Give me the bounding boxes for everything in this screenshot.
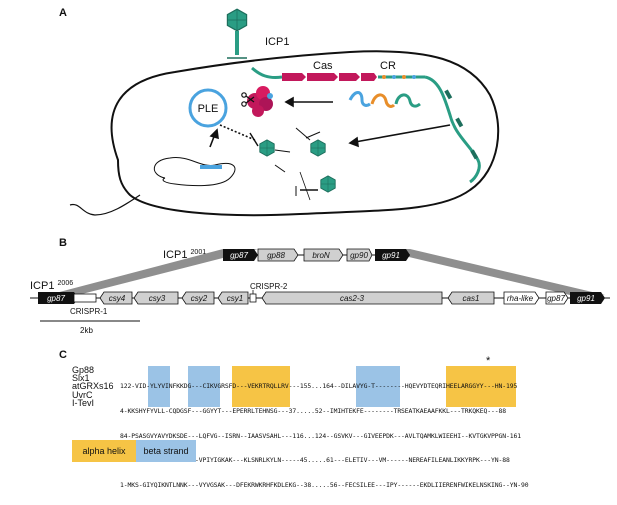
seq-name: I-TevI [72, 397, 95, 408]
ple-circle [188, 88, 228, 128]
seq-row: 122-VID-YLYVINFKKDG---CIKVGRSFD---VEKRTR… [120, 382, 518, 391]
cas-genes-icon [282, 73, 377, 81]
gene-cas2-3: cas2-3 [340, 294, 365, 303]
homology-band-left [48, 249, 258, 295]
phage-particles-icon [259, 127, 336, 201]
seq-row: 4-KKSHYFYVLL-CQDGSF---GGYYT---EPERRLTEHN… [120, 407, 506, 416]
svg-text:ICP1 2006: ICP1 2006 [30, 280, 73, 292]
gene-gp88-top: gp88 [267, 251, 285, 260]
inhibition-line [219, 124, 256, 141]
seq-row: 14-EEP-GVYIFKNKG-----VPIYIGKAK---KLSNRLK… [120, 456, 510, 465]
icp1-2006-sup: 2006 [58, 280, 74, 287]
pathway-arrows [209, 96, 451, 148]
scissors-icon [241, 92, 255, 107]
gene-bron-top: broN [312, 251, 330, 260]
crispr1-box [73, 293, 97, 303]
scale-bar-label: 2kb [80, 326, 93, 335]
crrna-icons [348, 91, 421, 108]
icp1-2006-label: ICP1 [30, 280, 54, 292]
injected-dna [251, 66, 283, 79]
gene-csy1: csy1 [227, 294, 243, 303]
gene-gp90-top: gp90 [350, 251, 368, 260]
gene-csy2: csy2 [191, 294, 208, 303]
cr-label: CR [380, 60, 396, 72]
gene-gp87-partial: gp87 [547, 294, 565, 303]
seq-row: 1-MKS-GIYQIKNTLNNK---VYVGSAK---DFEKRWKRH… [120, 480, 529, 489]
conserved-star: * [486, 355, 491, 367]
seq-name: UvrC [72, 389, 93, 400]
bacterial-cell [110, 50, 500, 217]
panel-b-letter: B [59, 237, 67, 249]
legend-beta-strand: beta strand [136, 440, 196, 462]
gene-csy3: csy3 [149, 294, 166, 303]
crispr2-box [249, 293, 257, 303]
gene-rha-like: rha-like [507, 294, 534, 303]
crispr1-label: CRISPR-1 [70, 307, 108, 316]
gene-gp87-top: gp87 [230, 251, 248, 260]
ple-label: PLE [198, 103, 219, 115]
gene-gp87-bottom: gp87 [47, 294, 65, 303]
alignment-block: * Gp88 Slx1 atGRXs16 UvrC I-TevI 122-VID… [0, 355, 617, 489]
panel-a-diagram: PLE ICP1 Cas CR [69, 8, 500, 217]
crispr-array-icon [378, 75, 481, 184]
seq-name: Gp88 [72, 365, 95, 375]
panel-a-letter: A [59, 7, 67, 19]
crispr2-label: CRISPR-2 [250, 282, 288, 291]
icp1-2001-label: ICP1 [163, 249, 187, 261]
seq-row: 84-PSASGVYAVYDKSDE---LQFVG--ISRN--IAASVS… [120, 431, 521, 440]
homology-band-right [375, 249, 605, 295]
cas-label: Cas [313, 60, 333, 72]
panel-c-letter: C [59, 349, 67, 361]
gene-gp91-top: gp91 [382, 251, 400, 260]
icp1-label: ICP1 [265, 36, 289, 48]
seq-name: atGRXs16 [72, 381, 114, 392]
flagellum [69, 194, 141, 216]
gene-cas1: cas1 [463, 294, 480, 303]
cascade-complex-icon [247, 86, 273, 117]
legend-alpha-helix: alpha helix [72, 440, 136, 462]
gene-gp91-bottom: gp91 [577, 294, 595, 303]
panel-b-diagram: ICP1 2001 gp87 gp88 broN gp90 gp91 ICP1 … [30, 248, 610, 335]
svg-text:ICP1 2001: ICP1 2001 [163, 249, 206, 261]
seq-name: Slx1 [72, 373, 90, 384]
gene-csy4: csy4 [109, 294, 126, 303]
chromosome-icon [153, 157, 236, 187]
phage-icon-top [226, 8, 248, 59]
icp1-2001-sup: 2001 [191, 249, 207, 256]
